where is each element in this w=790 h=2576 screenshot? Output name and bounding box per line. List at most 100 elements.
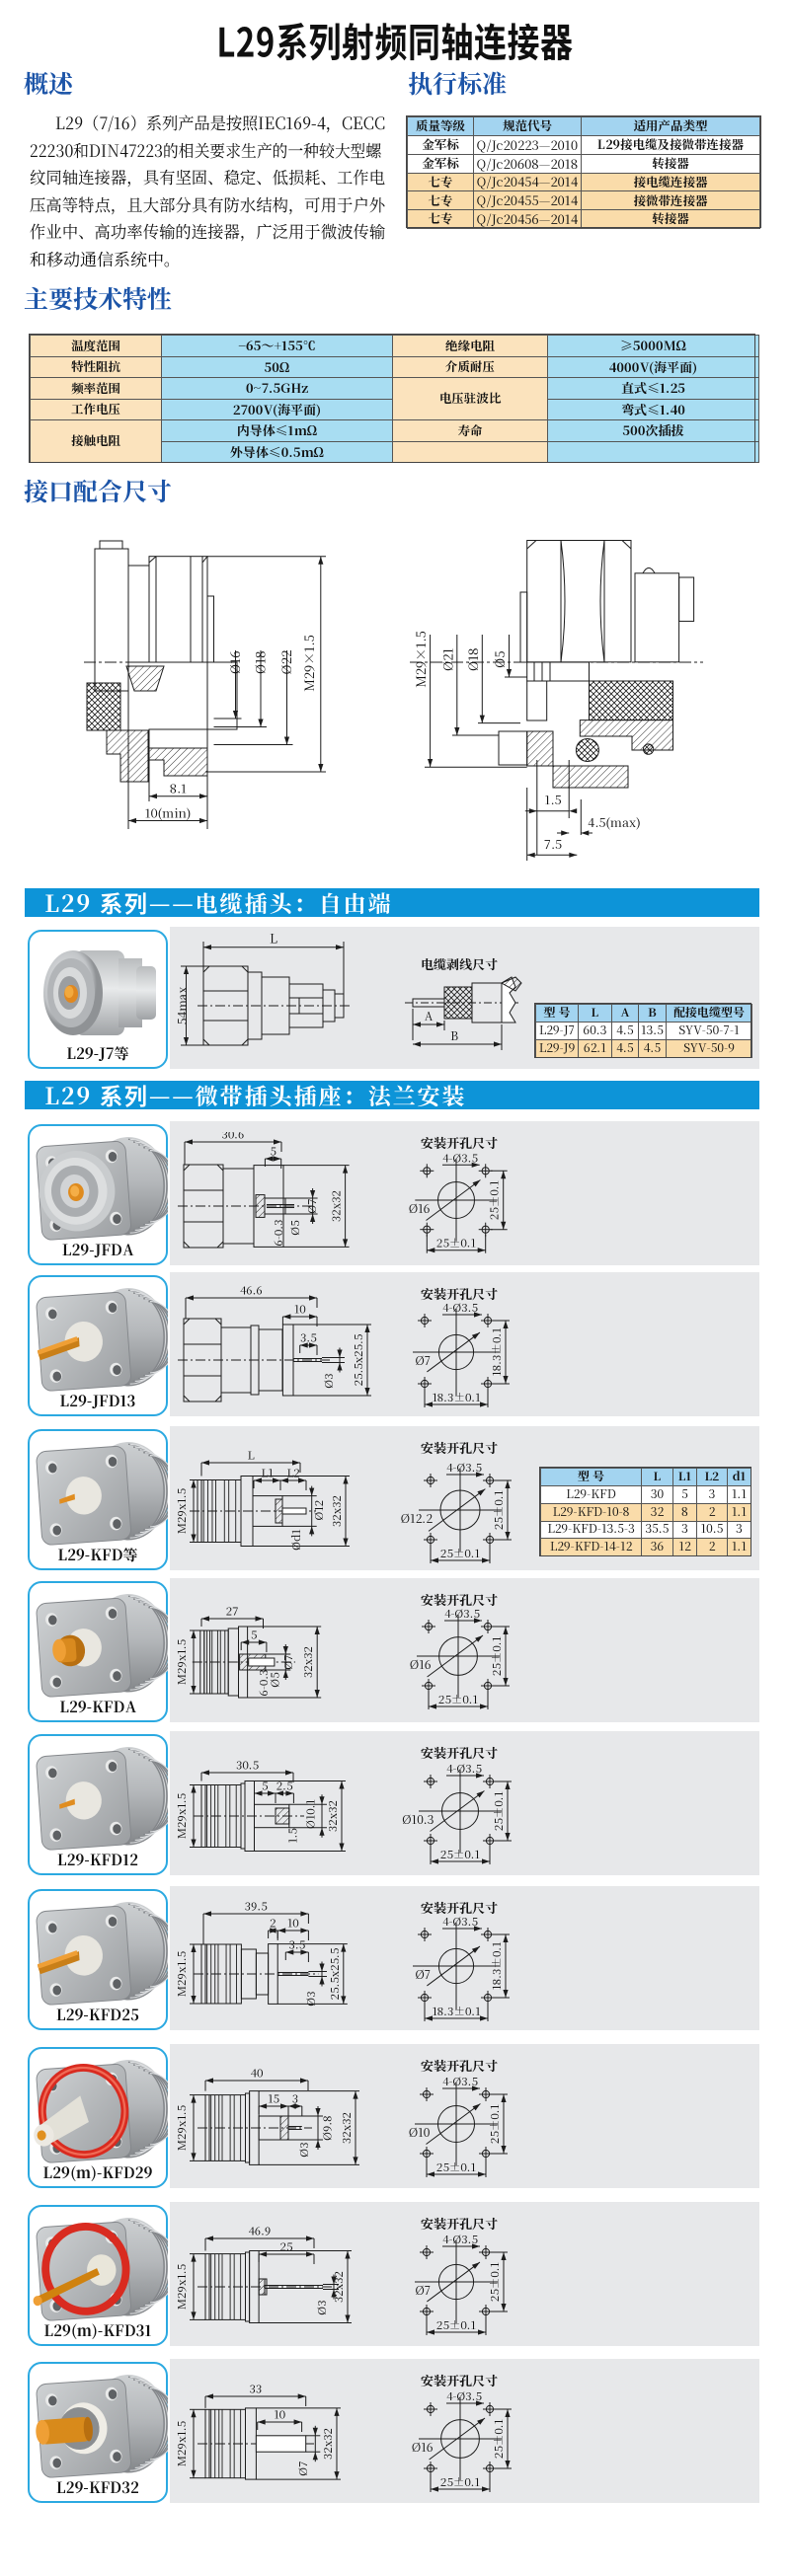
svg-text:4-Ø3.5: 4-Ø3.5 <box>446 2388 482 2404</box>
svg-text:25±0.1: 25±0.1 <box>487 2103 503 2143</box>
svg-text:3.5: 3.5 <box>300 1330 317 1346</box>
svg-text:25±0.1: 25±0.1 <box>491 1489 507 1529</box>
svg-text:25: 25 <box>280 2239 293 2255</box>
svg-text:54max: 54max <box>178 987 191 1025</box>
svg-text:4-Ø3.5: 4-Ø3.5 <box>446 1761 482 1777</box>
svg-text:25±0.1: 25±0.1 <box>436 2159 476 2175</box>
svg-text:6-0.3: 6-0.3 <box>256 1670 272 1697</box>
svg-text:Ø10: Ø10 <box>409 2124 431 2141</box>
svg-text:Ø12: Ø12 <box>311 1499 327 1520</box>
svg-text:25±0.1: 25±0.1 <box>491 1790 507 1830</box>
svg-text:25±0.1: 25±0.1 <box>438 1692 478 1707</box>
svg-text:5: 5 <box>270 1144 276 1160</box>
svg-text:电缆剥线尺寸: 电缆剥线尺寸 <box>421 954 498 973</box>
svg-text:8.1: 8.1 <box>170 780 187 797</box>
svg-text:M29x1.5: M29x1.5 <box>176 1793 190 1839</box>
svg-text:25±0.1: 25±0.1 <box>486 1179 502 1219</box>
svg-text:Ø7: Ø7 <box>295 2461 311 2475</box>
svg-text:6-0.3: 6-0.3 <box>271 1220 286 1247</box>
svg-text:Ø16: Ø16 <box>225 650 244 673</box>
svg-text:Ø9.8: Ø9.8 <box>320 2115 336 2140</box>
svg-text:M29x1.5: M29x1.5 <box>176 2105 190 2151</box>
svg-text:15: 15 <box>268 2091 279 2107</box>
svg-text:30.6: 30.6 <box>222 1132 245 1143</box>
svg-text:Ø7: Ø7 <box>416 2282 432 2299</box>
svg-text:2: 2 <box>270 1916 276 1932</box>
svg-text:L2: L2 <box>286 1466 300 1481</box>
svg-text:Ø7: Ø7 <box>280 1654 296 1669</box>
svg-text:Ød1: Ød1 <box>288 1529 304 1551</box>
svg-text:10: 10 <box>274 2407 285 2423</box>
svg-text:Ø7: Ø7 <box>416 1352 432 1369</box>
svg-text:M29x1.5: M29x1.5 <box>176 1951 190 1997</box>
svg-text:Ø10.3: Ø10.3 <box>402 1811 434 1828</box>
svg-text:Ø5: Ø5 <box>287 1220 303 1235</box>
svg-text:Ø3: Ø3 <box>296 2142 312 2157</box>
svg-text:25.5x25.5: 25.5x25.5 <box>327 1948 343 2001</box>
svg-text:L: L <box>270 929 277 947</box>
svg-text:46.6: 46.6 <box>240 1283 263 1299</box>
svg-text:M29×1.5: M29×1.5 <box>299 635 318 692</box>
svg-text:4-Ø3.5: 4-Ø3.5 <box>444 1606 480 1622</box>
svg-text:25±0.1: 25±0.1 <box>491 2418 507 2458</box>
svg-text:M29x1.5: M29x1.5 <box>176 2264 190 2310</box>
svg-text:5: 5 <box>262 1779 268 1794</box>
svg-text:32x32: 32x32 <box>325 1799 341 1832</box>
svg-text:Ø16: Ø16 <box>410 1656 432 1673</box>
svg-text:30.5: 30.5 <box>236 1758 259 1774</box>
svg-text:4-Ø3.5: 4-Ø3.5 <box>442 2074 478 2089</box>
svg-text:Ø16: Ø16 <box>408 1200 430 1217</box>
svg-text:25±0.1: 25±0.1 <box>440 1847 480 1862</box>
svg-text:M29x1.5: M29x1.5 <box>176 2421 190 2466</box>
svg-text:1.5: 1.5 <box>545 791 562 808</box>
svg-text:M29x1.5: M29x1.5 <box>176 1639 190 1685</box>
svg-text:25±0.1: 25±0.1 <box>440 1546 480 1561</box>
svg-text:Ø5: Ø5 <box>268 1672 283 1687</box>
svg-text:25±0.1: 25±0.1 <box>440 2474 480 2490</box>
svg-text:Ø16: Ø16 <box>412 2439 434 2456</box>
svg-text:L1: L1 <box>261 1466 274 1481</box>
svg-text:M29x1.5: M29x1.5 <box>176 1488 190 1534</box>
svg-text:32x32: 32x32 <box>331 2270 347 2303</box>
svg-text:5: 5 <box>251 1628 257 1643</box>
svg-text:7.5: 7.5 <box>544 835 562 853</box>
svg-text:Ø12.2: Ø12.2 <box>401 1510 433 1527</box>
svg-text:18.3±0.1: 18.3±0.1 <box>489 1327 505 1377</box>
svg-text:3.5: 3.5 <box>289 1937 306 1953</box>
svg-text:Ø10.1: Ø10.1 <box>302 1799 318 1829</box>
svg-text:39.5: 39.5 <box>245 1899 268 1915</box>
svg-text:18.3±0.1: 18.3±0.1 <box>433 1390 482 1405</box>
svg-text:33: 33 <box>249 2382 262 2397</box>
svg-text:3: 3 <box>292 2091 298 2107</box>
svg-text:10: 10 <box>287 1916 299 1932</box>
svg-text:4-Ø3.5: 4-Ø3.5 <box>443 1300 479 1316</box>
svg-text:Ø18: Ø18 <box>251 650 270 673</box>
svg-text:B: B <box>450 1027 458 1044</box>
svg-text:32x32: 32x32 <box>300 1645 316 1678</box>
svg-text:40: 40 <box>251 2066 264 2082</box>
svg-text:4-Ø3.5: 4-Ø3.5 <box>446 1460 482 1476</box>
svg-text:18.3±0.1: 18.3±0.1 <box>432 2004 481 2019</box>
svg-text:25.5x25.5: 25.5x25.5 <box>351 1334 366 1387</box>
svg-text:25±0.1: 25±0.1 <box>489 1635 505 1675</box>
svg-text:Ø18: Ø18 <box>463 647 482 670</box>
svg-text:A: A <box>425 1008 434 1024</box>
svg-text:32x32: 32x32 <box>320 2427 336 2460</box>
svg-text:Ø21: Ø21 <box>437 647 456 670</box>
svg-text:M29×1.5: M29×1.5 <box>411 631 430 688</box>
svg-text:10: 10 <box>294 1302 306 1318</box>
svg-text:4.5(max): 4.5(max) <box>588 813 640 831</box>
svg-text:4-Ø3.5: 4-Ø3.5 <box>442 1914 478 1930</box>
svg-text:18.3±0.1: 18.3±0.1 <box>489 1941 505 1991</box>
svg-text:L: L <box>247 1448 254 1464</box>
svg-text:Ø3: Ø3 <box>303 1991 319 2006</box>
svg-text:27: 27 <box>226 1604 239 1620</box>
svg-text:Ø7: Ø7 <box>304 1198 320 1213</box>
svg-text:Ø3: Ø3 <box>314 2300 330 2314</box>
svg-text:10(min): 10(min) <box>145 804 192 822</box>
svg-text:4-Ø3.5: 4-Ø3.5 <box>442 2232 478 2247</box>
svg-text:46.9: 46.9 <box>248 2224 271 2239</box>
svg-text:32x32: 32x32 <box>339 2111 355 2144</box>
svg-text:Ø7: Ø7 <box>416 1966 432 1983</box>
svg-text:32x32: 32x32 <box>329 1189 345 1222</box>
